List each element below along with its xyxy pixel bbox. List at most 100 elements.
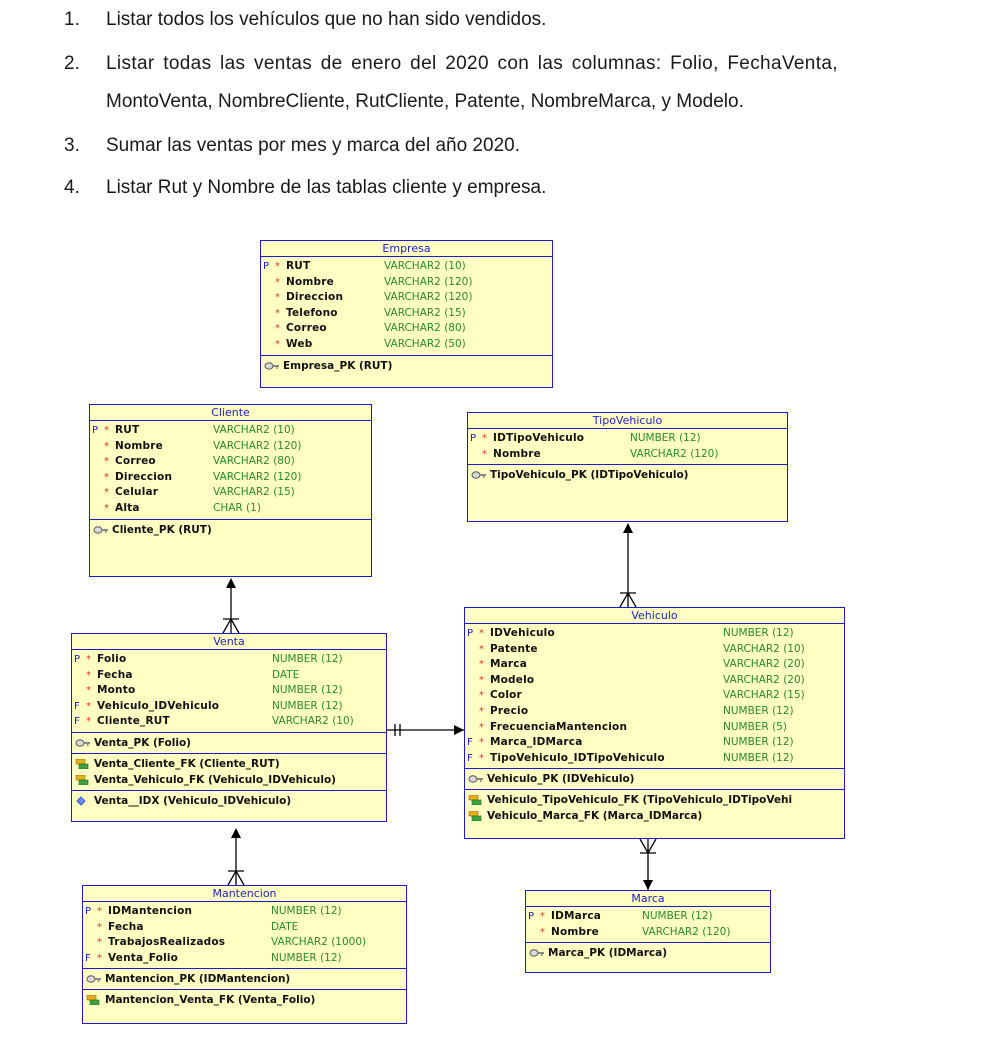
column-type: VARCHAR2 (120) bbox=[630, 447, 719, 460]
primary-key-row: Vehiculo_PK (IDVehiculo) bbox=[465, 771, 844, 787]
primary-key-row: Venta_PK (Folio) bbox=[72, 735, 386, 751]
column-name: IDMarca bbox=[551, 910, 602, 922]
exercise-number: 3. bbox=[64, 135, 80, 156]
constraint-name: Empresa_PK (RUT) bbox=[283, 359, 393, 372]
constraint-name: Mantencion_Venta_FK (Venta_Folio) bbox=[105, 994, 316, 1007]
mandatory-marker: * bbox=[479, 690, 484, 702]
column-name: Web bbox=[286, 337, 313, 350]
column-name: Precio bbox=[490, 704, 529, 717]
constraint-name: TipoVehiculo_PK (IDTipoVehiculo) bbox=[490, 469, 689, 482]
column-type: VARCHAR2 (1000) bbox=[271, 936, 367, 949]
column-type: DATE bbox=[272, 668, 300, 681]
mandatory-marker: * bbox=[104, 440, 109, 452]
key-flag: P bbox=[92, 425, 99, 436]
crowfoot-marker bbox=[619, 591, 637, 608]
index-icon bbox=[76, 796, 86, 806]
mandatory-marker: * bbox=[540, 911, 545, 922]
mandatory-marker: * bbox=[479, 752, 484, 764]
entity-title: Marca bbox=[526, 891, 770, 907]
key-flag: P bbox=[528, 911, 535, 922]
column-type: VARCHAR2 (15) bbox=[213, 486, 295, 499]
column-type: NUMBER (12) bbox=[271, 905, 342, 917]
column-name: Direccion bbox=[115, 470, 173, 483]
column-type: VARCHAR2 (120) bbox=[213, 439, 302, 452]
pk-section: Venta_PK (Folio) bbox=[72, 733, 386, 754]
column-type: VARCHAR2 (10) bbox=[723, 642, 805, 655]
entity-title: TipoVehiculo bbox=[468, 413, 787, 429]
column-name: Nombre bbox=[286, 275, 334, 288]
primary-key-row: TipoVehiculo_PK (IDTipoVehiculo) bbox=[468, 467, 787, 483]
foreign-key-icon bbox=[86, 995, 100, 1006]
column-name: Correo bbox=[286, 322, 327, 335]
column-name: Nombre bbox=[551, 925, 599, 938]
exercise-number: 1. bbox=[64, 9, 80, 30]
fk-section: Vehiculo_TipoVehiculo_FK (TipoVehiculo_I… bbox=[465, 790, 844, 826]
column-name: Folio bbox=[97, 653, 127, 665]
mandatory-marker: * bbox=[104, 471, 109, 483]
column-type: NUMBER (5) bbox=[723, 720, 787, 733]
exercise-text: Listar todos los vehículos que no han si… bbox=[106, 9, 547, 30]
column-name: RUT bbox=[286, 260, 311, 272]
primary-key-row: Marca_PK (IDMarca) bbox=[526, 945, 770, 961]
mandatory-marker: * bbox=[86, 716, 91, 728]
column-type: VARCHAR2 (20) bbox=[723, 673, 805, 686]
column-type: VARCHAR2 (80) bbox=[384, 322, 466, 335]
key-flag: F bbox=[85, 952, 91, 964]
key-flag: F bbox=[467, 752, 473, 764]
column-type: NUMBER (12) bbox=[723, 751, 794, 764]
column-name: Venta_Folio bbox=[108, 951, 179, 964]
pk-section: Empresa_PK (RUT) bbox=[261, 356, 552, 376]
column-name: Telefono bbox=[286, 306, 338, 319]
column-name: Celular bbox=[115, 486, 159, 499]
column-name: Cliente_RUT bbox=[97, 715, 170, 728]
crowfoot-marker bbox=[222, 617, 240, 634]
foreign-key-icon bbox=[468, 795, 482, 806]
mandatory-marker: * bbox=[479, 737, 484, 749]
key-flag: P bbox=[74, 654, 81, 665]
mandatory-marker: * bbox=[86, 654, 91, 665]
column-type: VARCHAR2 (50) bbox=[384, 337, 466, 350]
exercise-text: Listar Rut y Nombre de las tablas client… bbox=[106, 177, 547, 198]
column-type: VARCHAR2 (15) bbox=[723, 689, 805, 702]
exercise-number: 2. bbox=[64, 53, 80, 74]
entity-title: Mantencion bbox=[83, 886, 406, 902]
constraint-name: Venta__IDX (Vehiculo_IDVehiculo) bbox=[94, 794, 292, 807]
constraint-name: Mantencion_PK (IDMantencion) bbox=[105, 973, 291, 986]
primary-key-icon bbox=[468, 775, 483, 784]
constraint-name: Vehiculo_Marca_FK (Marca_IDMarca) bbox=[487, 810, 703, 823]
constraint-name: Venta_PK (Folio) bbox=[94, 736, 191, 749]
foreign-key-row: Mantencion_Venta_FK (Venta_Folio) bbox=[83, 992, 406, 1008]
mandatory-marker: * bbox=[97, 906, 102, 917]
column-type: DATE bbox=[271, 920, 299, 933]
column-name: Vehiculo_IDVehiculo bbox=[97, 699, 220, 712]
column-name: Marca bbox=[490, 658, 528, 671]
column-type: VARCHAR2 (120) bbox=[213, 470, 302, 483]
mandatory-marker: * bbox=[97, 952, 102, 964]
